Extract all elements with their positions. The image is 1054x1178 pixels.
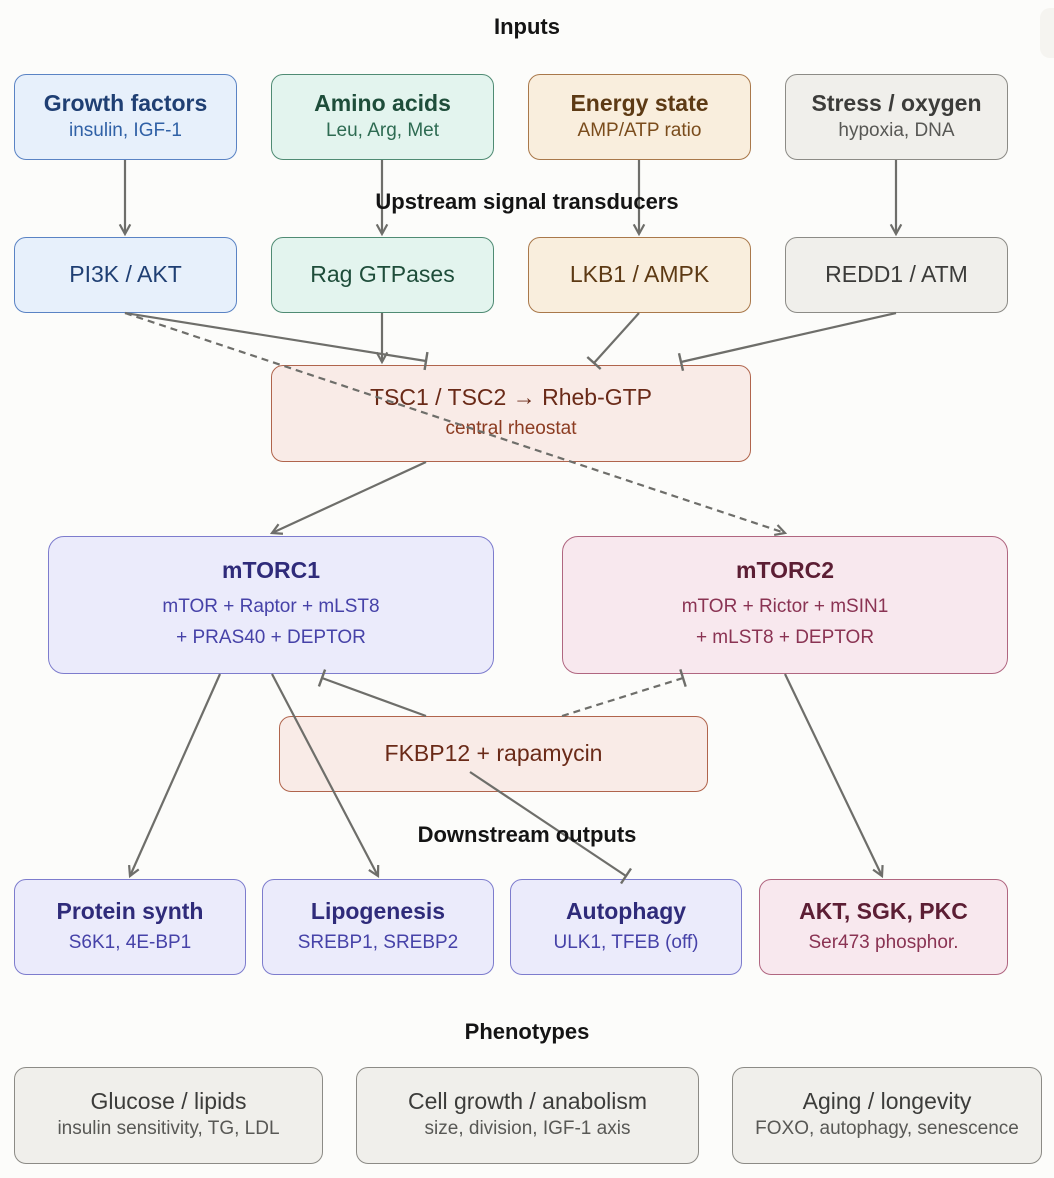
section-label-phenotypes: Phenotypes [464, 1019, 590, 1044]
arrowhead-icon [872, 864, 884, 879]
node-redd1-atm[interactable]: REDD1 / ATM [785, 237, 1008, 313]
node-components-line2: + PRAS40 + DEPTOR [176, 626, 366, 648]
node-title: Rag GTPases [310, 261, 455, 288]
node-title: mTORC1 [222, 556, 320, 583]
node-title: Protein synth [56, 897, 204, 924]
node-amino-acids[interactable]: Amino acids Leu, Arg, Met [271, 74, 494, 160]
node-mtorc2[interactable]: mTORC2 mTOR + Rictor + mSIN1 + mLST8 + D… [562, 536, 1008, 674]
node-energy-state[interactable]: Energy state AMP/ATP ratio [528, 74, 751, 160]
arrowhead-icon [368, 864, 380, 879]
arrowhead-icon [128, 864, 140, 879]
edge-lkb1_ampk-to-tsc [586, 312, 640, 370]
section-label-upstream: Upstream signal transducers [375, 189, 679, 214]
node-growth-factors[interactable]: Growth factors insulin, IGF-1 [14, 74, 237, 160]
edge-redd1_atm-to-tsc [677, 311, 897, 372]
node-components-line1: mTOR + Rictor + mSIN1 [681, 596, 889, 618]
node-glucose-lipids[interactable]: Glucose / lipids insulin sensitivity, TG… [14, 1067, 323, 1164]
node-fkbp12-rapamycin[interactable]: FKBP12 + rapamycin [279, 716, 708, 792]
offscreen-panel-edge [1040, 8, 1054, 58]
node-subtitle: insulin, IGF-1 [69, 119, 182, 141]
node-subtitle: SREBP1, SREBP2 [297, 931, 459, 953]
node-stress-oxygen[interactable]: Stress / oxygen hypoxia, DNA [785, 74, 1008, 160]
edge-tsc-to-mtorc1 [269, 461, 427, 535]
arrowhead-icon [889, 223, 903, 237]
node-tsc-rheb[interactable]: TSC1 / TSC2 → Rheb-GTP central rheostat [271, 365, 751, 462]
node-subtitle: Ser473 phosphor. [808, 931, 959, 953]
node-components-line2: + mLST8 + DEPTOR [695, 626, 875, 648]
node-subtitle: AMP/ATP ratio [577, 119, 702, 141]
edge-fkbp12-to-mtorc2 [561, 669, 687, 718]
node-lkb1-ampk[interactable]: LKB1 / AMPK [528, 237, 751, 313]
node-title: mTORC2 [736, 556, 834, 583]
section-label-downstream: Downstream outputs [417, 822, 637, 847]
node-title: TSC1 / TSC2 → Rheb-GTP [369, 384, 653, 411]
arrowhead-icon [269, 523, 284, 535]
section-label-inputs: Inputs [494, 14, 560, 39]
node-subtitle: hypoxia, DNA [838, 119, 955, 141]
node-akt-sgk-pkc[interactable]: AKT, SGK, PKC Ser473 phosphor. [759, 879, 1008, 975]
node-title: Autophagy [565, 897, 687, 924]
node-mtorc1[interactable]: mTORC1 mTOR + Raptor + mLST8 + PRAS40 + … [48, 536, 494, 674]
node-pi3k-akt[interactable]: PI3K / AKT [14, 237, 237, 313]
node-autophagy[interactable]: Autophagy ULK1, TFEB (off) [510, 879, 742, 975]
node-lipogenesis[interactable]: Lipogenesis SREBP1, SREBP2 [262, 879, 494, 975]
edge-pi3k_akt-to-tsc [124, 311, 429, 371]
arrowhead-icon [375, 351, 389, 365]
node-title: Stress / oxygen [811, 89, 982, 116]
node-subtitle: central rheostat [445, 418, 577, 439]
edge-fkbp12-to-mtorc1 [317, 669, 427, 718]
node-title: Growth factors [43, 89, 208, 116]
node-title: Lipogenesis [310, 897, 446, 924]
node-rag-gtpases[interactable]: Rag GTPases [271, 237, 494, 313]
node-subtitle: Leu, Arg, Met [325, 119, 439, 141]
node-subtitle: S6K1, 4E-BP1 [68, 931, 192, 953]
edge-rag_gtpases-to-tsc [375, 313, 389, 365]
node-title: Aging / longevity [802, 1088, 972, 1115]
node-aging-longevity[interactable]: Aging / longevity FOXO, autophagy, senes… [732, 1067, 1042, 1164]
node-title: Energy state [570, 89, 709, 116]
arrowhead-icon [118, 223, 132, 237]
node-cell-growth[interactable]: Cell growth / anabolism size, division, … [356, 1067, 699, 1164]
node-title: FKBP12 + rapamycin [384, 740, 603, 767]
arrowhead-icon [632, 223, 646, 237]
node-title: LKB1 / AMPK [569, 261, 710, 288]
node-protein-synth[interactable]: Protein synth S6K1, 4E-BP1 [14, 879, 246, 975]
node-title: PI3K / AKT [69, 261, 182, 288]
node-title: Amino acids [314, 89, 451, 116]
node-title: Cell growth / anabolism [407, 1088, 648, 1115]
node-title: AKT, SGK, PKC [799, 897, 968, 924]
node-components-line1: mTOR + Raptor + mLST8 [162, 596, 380, 618]
arrowhead-icon [375, 223, 389, 237]
node-title: Glucose / lipids [90, 1088, 247, 1115]
node-subtitle: FOXO, autophagy, senescence [755, 1118, 1019, 1139]
node-subtitle: size, division, IGF-1 axis [424, 1118, 631, 1139]
arrowhead-icon [773, 524, 788, 537]
node-title: REDD1 / ATM [825, 261, 968, 288]
node-subtitle: ULK1, TFEB (off) [553, 931, 699, 953]
node-subtitle: insulin sensitivity, TG, LDL [57, 1118, 280, 1139]
